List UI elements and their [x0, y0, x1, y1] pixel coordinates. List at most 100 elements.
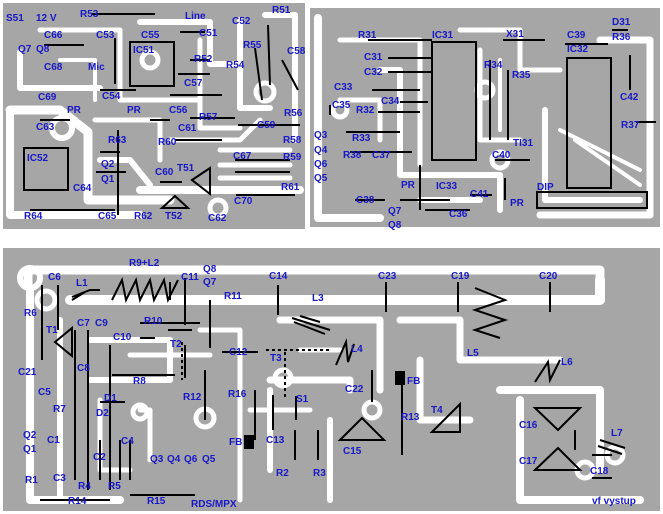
lbl-q8: Q8 [36, 44, 50, 55]
lbl-r10: R10 [144, 316, 163, 327]
lbl-r58: R58 [283, 135, 302, 146]
bottom-components [40, 276, 626, 501]
c17-triangle [532, 446, 583, 471]
lbl-r38: R38 [343, 150, 362, 161]
lbl-c8: C8 [77, 363, 90, 374]
bottom-labels: R9+L2 Q8 C6 C11 C14 C23 C19 C20 L1 Q7 R1… [18, 258, 636, 510]
lbl-r63: R63 [108, 135, 127, 146]
lbl-r35: R35 [512, 70, 531, 81]
t51-symbol [190, 166, 211, 197]
lbl-r13: R13 [401, 412, 420, 423]
lbl-c6: C6 [48, 272, 61, 283]
lbl-c4: C4 [121, 436, 134, 447]
lbl-q7-r: Q7 [388, 206, 402, 217]
lbl-pr-4: PR [510, 198, 525, 209]
top-right-labels: D31 R31 IC31 X31 C39 R36 C31 IC32 C32 R3… [314, 17, 640, 231]
lbl-c20: C20 [539, 271, 558, 282]
lbl-r36: R36 [612, 32, 631, 43]
lbl-c34: C34 [381, 96, 400, 107]
lbl-r53: R53 [80, 9, 99, 20]
lbl-q2: Q2 [101, 159, 115, 170]
lbl-c31: C31 [364, 52, 383, 63]
lbl-c5: C5 [38, 387, 51, 398]
lbl-c18: C18 [590, 466, 609, 477]
lbl-c55: C55 [141, 30, 160, 41]
lbl-q2-b: Q2 [23, 430, 37, 441]
top-right-components [329, 29, 656, 211]
lbl-l1: L1 [76, 278, 88, 289]
lbl-r6: R6 [24, 308, 37, 319]
lbl-12v: 12 V [36, 13, 57, 24]
lbl-c12: C12 [229, 347, 248, 358]
lbl-q8-r: Q8 [388, 220, 402, 231]
lbl-q8-b: Q8 [203, 264, 217, 275]
ic52-outline [23, 147, 69, 191]
lbl-ic51: IC51 [133, 45, 155, 56]
lbl-r61: R61 [281, 182, 300, 193]
lbl-r34: R34 [484, 60, 503, 71]
lbl-r64: R64 [24, 211, 43, 222]
lbl-t4: T4 [431, 405, 443, 416]
lbl-t1: T1 [46, 325, 58, 336]
t4-symbol [429, 401, 461, 433]
lbl-c70: C70 [234, 196, 253, 207]
lbl-c17: C17 [519, 456, 538, 467]
lbl-c22: C22 [345, 384, 364, 395]
lbl-mic: Mic [88, 62, 105, 73]
lbl-c62: C62 [208, 213, 227, 224]
lbl-q6: Q6 [314, 159, 328, 170]
lbl-q7: Q7 [18, 44, 32, 55]
lbl-c67: C67 [233, 151, 252, 162]
lbl-c52: C52 [232, 16, 251, 27]
lbl-q1: Q1 [101, 174, 115, 185]
lbl-l6: L6 [561, 357, 573, 368]
c15-triangle [337, 416, 387, 441]
coil-l6 [534, 359, 561, 384]
lbl-c23: C23 [378, 271, 397, 282]
lbl-fb-2: FB [229, 437, 242, 448]
c16-triangle [532, 407, 583, 432]
lbl-c59: C59 [257, 120, 276, 131]
lbl-r37: R37 [621, 120, 640, 131]
lbl-c69: C69 [38, 92, 57, 103]
lbl-fb-1: FB [407, 376, 420, 387]
lbl-c21: C21 [18, 367, 37, 378]
lbl-r11: R11 [224, 291, 242, 302]
lbl-c57: C57 [184, 78, 203, 89]
t1-symbol [53, 325, 73, 359]
lbl-c58: C58 [287, 46, 306, 57]
lbl-s51: S51 [6, 13, 24, 24]
lbl-c7: C7 [77, 318, 90, 329]
lbl-l4: L4 [351, 344, 363, 355]
lbl-t2: T2 [170, 339, 182, 350]
lbl-c10: C10 [113, 332, 132, 343]
lbl-r14: R14 [68, 496, 87, 507]
lbl-q3: Q3 [314, 130, 328, 141]
lbl-t51: T51 [177, 163, 195, 174]
lbl-t3: T3 [270, 353, 282, 364]
lbl-c32: C32 [364, 67, 383, 78]
lbl-c36: C36 [449, 209, 468, 220]
fb-bead-1 [395, 371, 405, 385]
lbl-c1: C1 [47, 435, 60, 446]
lbl-pr-1: PR [67, 105, 82, 116]
lbl-r3: R3 [313, 468, 326, 479]
lbl-r12: R12 [183, 392, 202, 403]
lbl-s1: S1 [296, 394, 309, 405]
ic32-outline [566, 57, 612, 189]
lbl-c11: C11 [181, 272, 199, 283]
lbl-ic33: IC33 [436, 181, 458, 192]
lbl-c19: C19 [451, 271, 470, 282]
lbl-ic31: IC31 [432, 30, 454, 41]
lbl-rds-mpx: RDS/MPX [191, 499, 237, 510]
lbl-r56: R56 [284, 108, 303, 119]
coil-r9-l2 [111, 276, 179, 304]
lbl-pr-2: PR [127, 105, 142, 116]
lbl-r60: R60 [158, 137, 177, 148]
lbl-c42: C42 [620, 92, 639, 103]
lbl-r54: R54 [226, 60, 245, 71]
lbl-q6-b: Q6 [184, 454, 198, 465]
lbl-l3: L3 [312, 293, 324, 304]
lbl-c16: C16 [519, 420, 538, 431]
